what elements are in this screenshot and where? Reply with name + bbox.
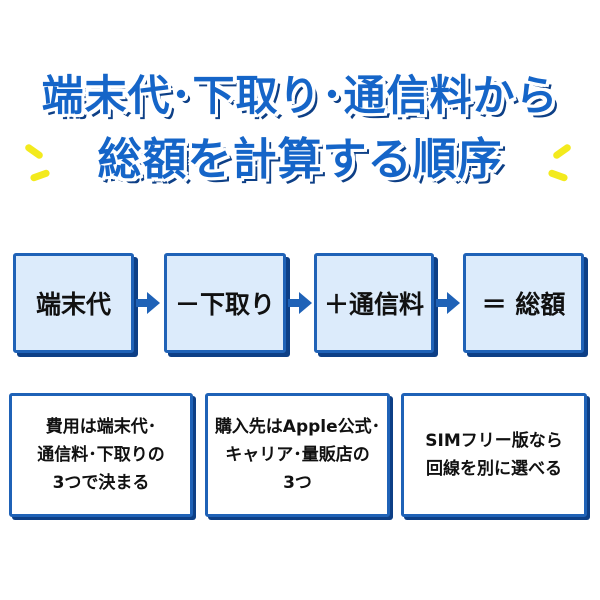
step-device-cost: 端末代 — [13, 253, 134, 353]
step-carrier-fee: ＋通信料 — [314, 253, 434, 353]
arrow-right-icon — [288, 292, 312, 314]
headline-line-2: 総額を計算する順序 — [97, 134, 503, 185]
step-label: －下取り — [174, 290, 275, 319]
step-total: ＝ 総額 — [463, 253, 584, 353]
note-sim-free: SIMフリー版なら 回線を別に選べる — [401, 393, 587, 517]
step-trade-in: －下取り — [164, 253, 286, 353]
note-cost-components: 費用は端末代･ 通信料･下取りの 3つで決まる — [9, 393, 193, 517]
arrow-right-icon — [136, 292, 160, 314]
step-label: ＋通信料 — [323, 290, 424, 319]
step-label: ＝ 総額 — [481, 290, 566, 319]
note-text: SIMフリー版なら 回線を別に選べる — [425, 431, 563, 479]
step-label: 端末代 — [35, 290, 111, 319]
note-purchase-channels: 購入先はApple公式･ キャリア･量販店の 3つ — [205, 393, 390, 517]
arrow-right-icon — [436, 292, 460, 314]
note-text: 購入先はApple公式･ キャリア･量販店の 3つ — [214, 417, 381, 493]
headline-line-1: 端末代･下取り･通信料から — [41, 71, 559, 120]
note-text: 費用は端末代･ 通信料･下取りの 3つで決まる — [37, 417, 165, 493]
